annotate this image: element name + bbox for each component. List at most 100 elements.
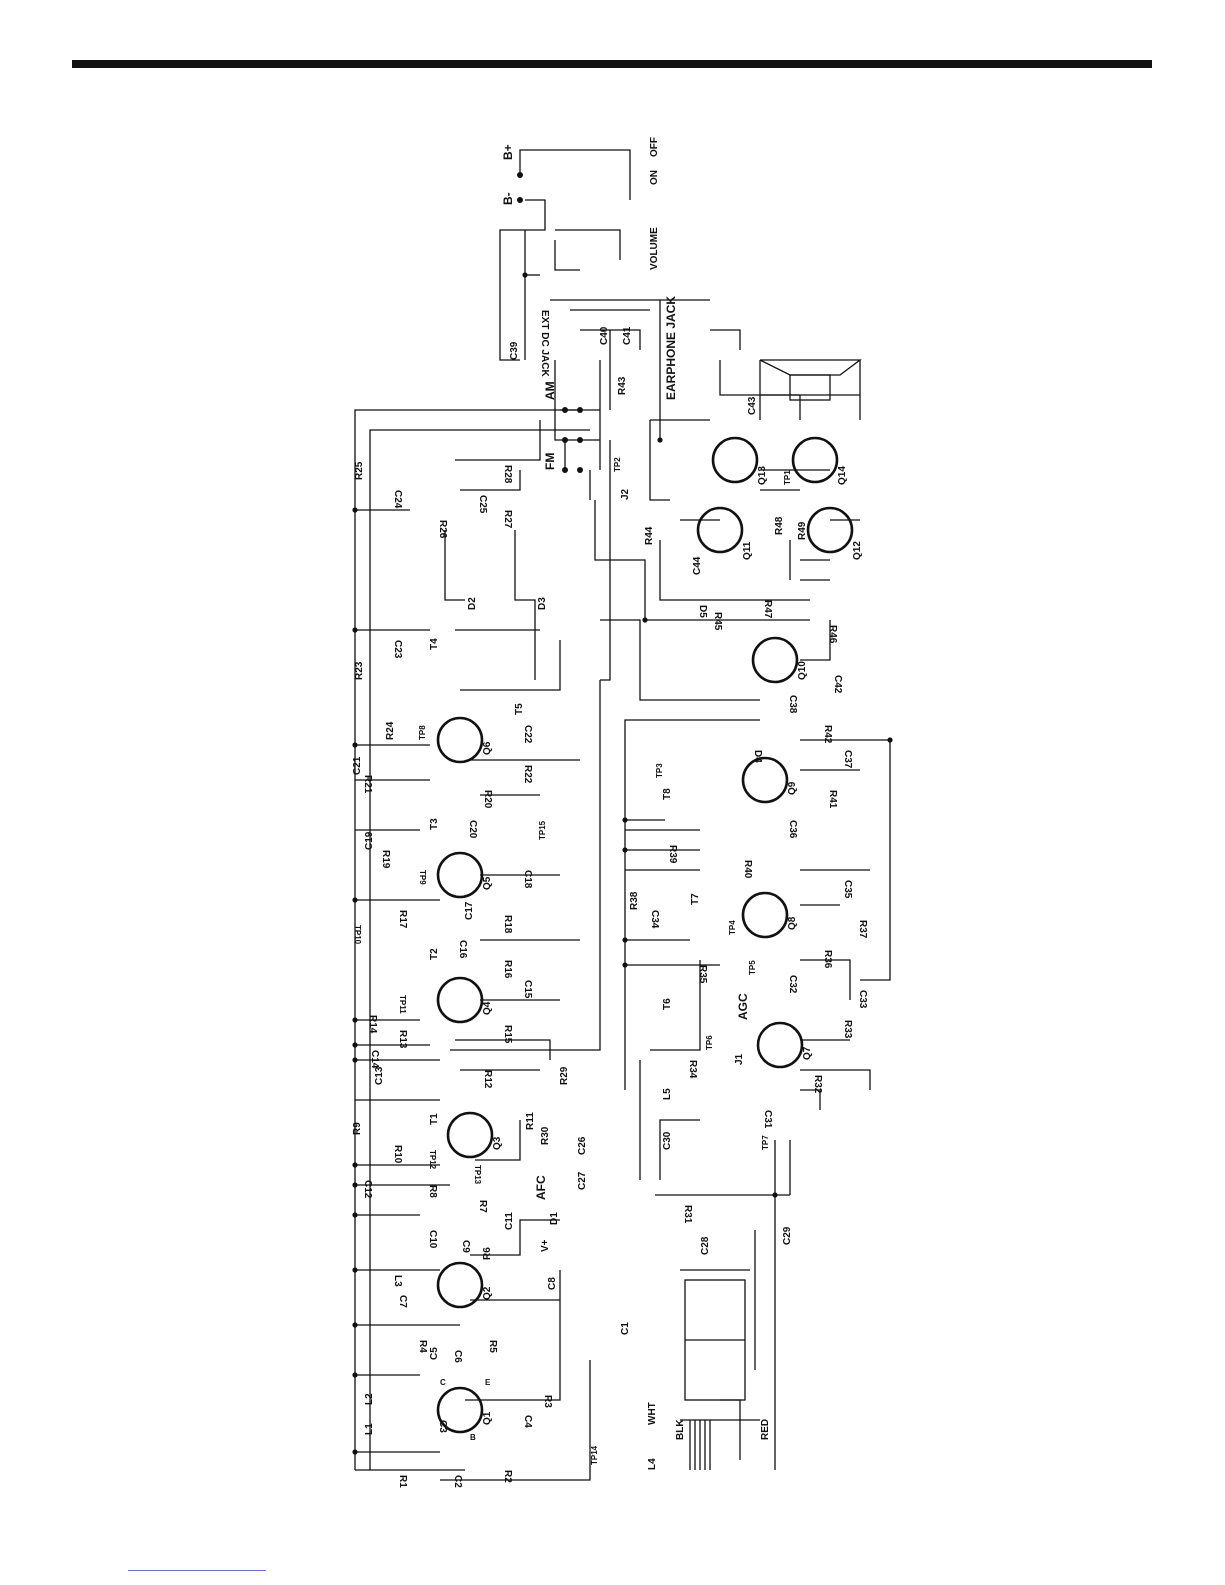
label-tp7: TP7 — [761, 1135, 770, 1150]
label-q7: Q7 — [802, 1046, 813, 1060]
label-tp10: TP10 — [353, 925, 362, 945]
wire-color-labels: WHT BLK RED — [647, 1402, 771, 1440]
label-c21: C21 — [352, 756, 363, 775]
label-c36: C36 — [787, 820, 798, 839]
label-blk: BLK — [675, 1419, 686, 1440]
label-q1: Q1 — [482, 1411, 493, 1425]
junction-dots — [352, 172, 893, 1455]
label-c37: C37 — [842, 750, 853, 769]
label-agc: AGC — [736, 993, 750, 1020]
label-j1: J1 — [734, 1053, 745, 1065]
label-c11: C11 — [504, 1212, 515, 1230]
label-c23: C23 — [392, 640, 403, 659]
label-c2: C2 — [452, 1475, 463, 1488]
label-d2: D2 — [467, 597, 478, 610]
label-r21: R21 — [362, 775, 373, 794]
pin-e-q1: E — [485, 1378, 491, 1387]
transistor-q14-symbol — [791, 436, 839, 484]
label-l2: L2 — [364, 1393, 375, 1405]
transistor-q3-symbol — [446, 1111, 494, 1159]
label-c22: C22 — [522, 725, 533, 744]
label-r32: R32 — [812, 1075, 823, 1094]
label-c32: C32 — [787, 975, 798, 994]
rf-if-wiring — [354, 409, 611, 1481]
transistor-q4-symbol — [436, 976, 484, 1024]
label-b-minus: B- — [501, 192, 515, 205]
label-r11: R11 — [525, 1112, 536, 1130]
label-off: OFF — [649, 137, 660, 157]
label-tp1: TP1 — [783, 470, 792, 485]
label-tp11: TP11 — [398, 995, 407, 1014]
label-red: RED — [760, 1419, 771, 1440]
label-d1: D1 — [549, 1212, 560, 1225]
label-t8: T8 — [662, 788, 673, 800]
transistor-q8-symbol — [741, 891, 789, 939]
label-r19: R19 — [380, 850, 391, 869]
label-r16: R16 — [502, 960, 513, 979]
label-tp13: TP13 — [473, 1165, 482, 1185]
label-r3: R3 — [542, 1395, 553, 1408]
transistor-q1-symbol — [436, 1386, 484, 1434]
label-t1: T1 — [429, 1113, 440, 1125]
label-c15: C15 — [522, 980, 533, 999]
label-r4: R4 — [417, 1340, 428, 1353]
label-q2: Q2 — [482, 1286, 493, 1300]
transistor-q7-symbol — [756, 1021, 804, 1069]
label-r5: R5 — [487, 1340, 498, 1353]
label-c38: C38 — [787, 695, 798, 714]
resistor-labels: R1 R2 R3 R4 R5 R6 R7 R8 R9 R10 R11 R12 R… — [352, 376, 868, 1488]
label-q11: Q11 — [742, 541, 753, 560]
label-r35: R35 — [697, 965, 708, 984]
capacitor-labels: C1 C2 C3 C4 C5 C6 C7 C8 C9 C10 C11 C12 C… — [352, 326, 868, 1488]
label-c16: C16 — [457, 940, 468, 959]
label-c18: C18 — [522, 870, 533, 889]
label-c19: C19 — [364, 831, 375, 850]
label-t5: T5 — [514, 703, 525, 715]
label-r29: R29 — [559, 1066, 570, 1085]
label-r47: R47 — [762, 600, 773, 619]
label-q5: Q5 — [482, 876, 493, 890]
label-fm: FM — [543, 453, 557, 470]
label-r6: R6 — [482, 1247, 493, 1260]
label-q10: Q10 — [797, 661, 808, 680]
label-c33: C33 — [857, 990, 868, 1009]
label-c40: C40 — [599, 326, 610, 345]
label-r28: R28 — [502, 465, 513, 484]
label-q6: Q6 — [482, 741, 493, 755]
label-r42: R42 — [822, 725, 833, 744]
label-tp12: TP12 — [428, 1150, 437, 1170]
label-tp8: TP8 — [418, 725, 427, 740]
label-tp14: TP14 — [590, 1445, 599, 1465]
label-earphone-jack: EARPHONE JACK — [664, 296, 678, 400]
label-l4: L4 — [647, 1458, 658, 1470]
label-r30: R30 — [540, 1126, 551, 1145]
label-r22: R22 — [522, 765, 533, 784]
antenna-coil-l4 — [689, 1399, 741, 1470]
label-r17: R17 — [397, 910, 408, 929]
label-l3: L3 — [392, 1275, 403, 1287]
label-r40: R40 — [742, 860, 753, 879]
label-q13: Q13 — [757, 466, 768, 485]
label-r20: R20 — [482, 790, 493, 809]
label-r18: R18 — [502, 915, 513, 934]
label-c42: C42 — [832, 675, 843, 694]
label-c6: C6 — [452, 1350, 463, 1363]
label-r49: R49 — [797, 521, 808, 540]
label-r45: R45 — [712, 612, 723, 631]
label-r26: R26 — [437, 520, 448, 539]
label-c41: C41 — [622, 326, 633, 345]
label-t2: T2 — [429, 948, 440, 960]
label-r2: R2 — [502, 1470, 513, 1483]
label-tp6: TP6 — [705, 1035, 714, 1050]
label-r8: R8 — [427, 1185, 438, 1198]
transistor-q9-symbol — [741, 756, 789, 804]
label-c9: C9 — [460, 1240, 471, 1253]
label-c4: C4 — [522, 1415, 533, 1428]
label-r10: R10 — [392, 1145, 403, 1164]
transistor-q2-symbol — [436, 1261, 484, 1309]
label-q9: Q9 — [787, 781, 798, 795]
label-l5: L5 — [662, 1088, 673, 1100]
label-am: AM — [543, 381, 557, 400]
label-r43: R43 — [617, 376, 628, 395]
